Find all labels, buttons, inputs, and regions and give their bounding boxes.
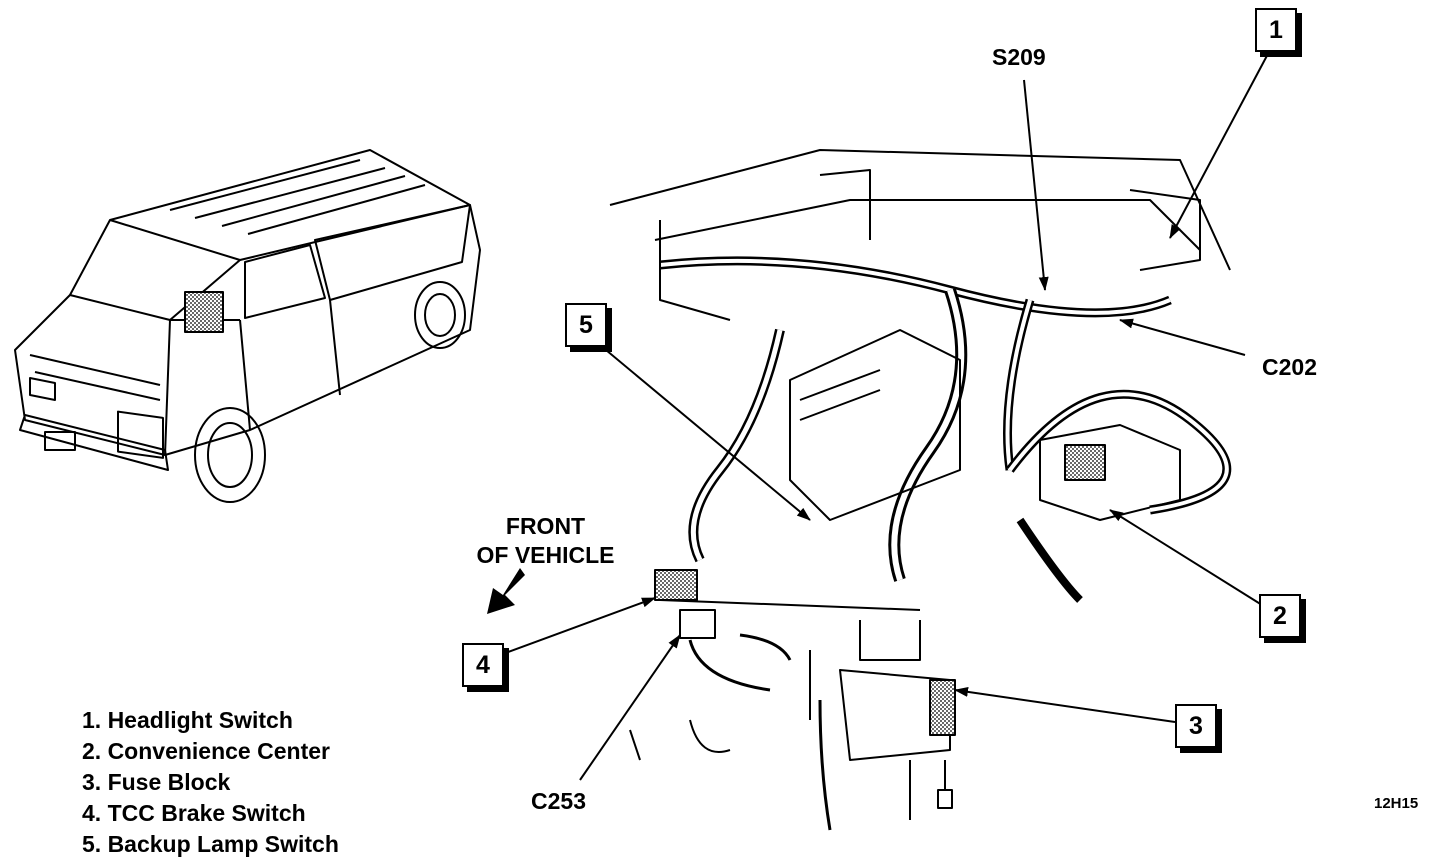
- legend-item: 1. Headlight Switch: [82, 707, 293, 733]
- callout-5: 5: [565, 303, 607, 347]
- callout-1: 1: [1255, 8, 1297, 52]
- label-s209: S209: [992, 44, 1046, 70]
- legend-item: 5. Backup Lamp Switch: [82, 831, 339, 857]
- front-line-2: OF VEHICLE: [476, 542, 615, 568]
- leader-lines: [499, 49, 1271, 781]
- figure-id: 12H15: [1374, 795, 1419, 812]
- legend-item: 3. Fuse Block: [82, 769, 231, 795]
- legend-item: 2. Convenience Center: [82, 738, 330, 764]
- callout-2: 2: [1259, 594, 1301, 638]
- van-illustration: [14, 149, 481, 503]
- callout-4: 4: [462, 643, 504, 687]
- label-c202: C202: [1262, 354, 1317, 380]
- front-direction-arrow: [487, 568, 525, 614]
- component-legend: 1. Headlight Switch 2. Convenience Cente…: [82, 705, 339, 860]
- harness-illustration: [609, 149, 1232, 831]
- legend-item: 4. TCC Brake Switch: [82, 800, 306, 826]
- label-c253: C253: [531, 788, 586, 814]
- callout-3: 3: [1175, 704, 1217, 748]
- front-of-vehicle-label: FRONT OF VEHICLE: [458, 512, 633, 570]
- front-line-1: FRONT: [505, 513, 586, 539]
